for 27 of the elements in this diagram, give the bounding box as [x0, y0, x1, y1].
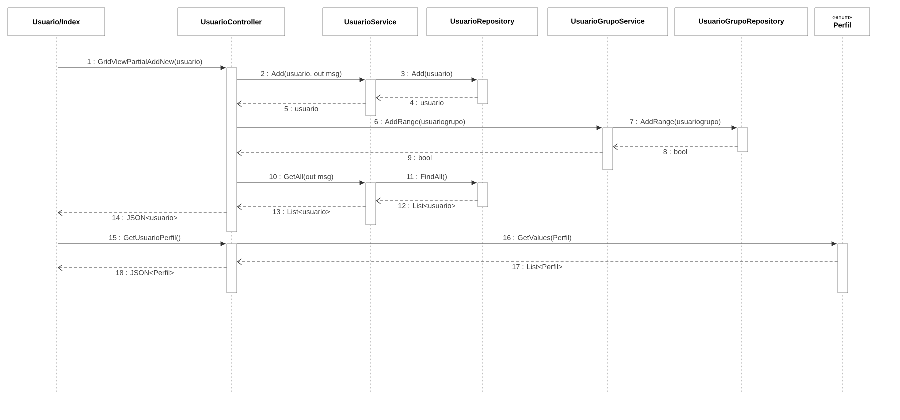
return-arrow: [237, 150, 604, 156]
activation-bar: [226, 244, 238, 294]
activation-bar: [478, 80, 488, 104]
activation-bar: [738, 128, 748, 152]
return-arrow: [58, 210, 228, 216]
activation-bar: [366, 182, 376, 226]
message-arrow: [376, 180, 477, 186]
return-arrow: [376, 94, 478, 102]
message-arrow: [58, 242, 226, 246]
return-arrow: [376, 198, 478, 204]
activation-bar: [478, 182, 488, 208]
message-arrow: [612, 126, 737, 130]
message-arrow: [236, 242, 837, 246]
return-arrow: [237, 100, 366, 108]
return-arrow: [237, 204, 366, 210]
message-arrow: [236, 180, 365, 186]
message-arrow: [236, 78, 365, 82]
message-arrow: [58, 66, 226, 70]
return-arrow: [237, 258, 838, 266]
return-arrow: [58, 264, 228, 272]
return-arrow: [613, 144, 738, 150]
activation-bar: [838, 244, 848, 294]
message-arrow: [236, 126, 602, 130]
activation-bar: [226, 68, 238, 232]
message-arrow: [376, 78, 477, 82]
activation-bar: [366, 80, 376, 116]
activation-bar: [602, 128, 614, 170]
